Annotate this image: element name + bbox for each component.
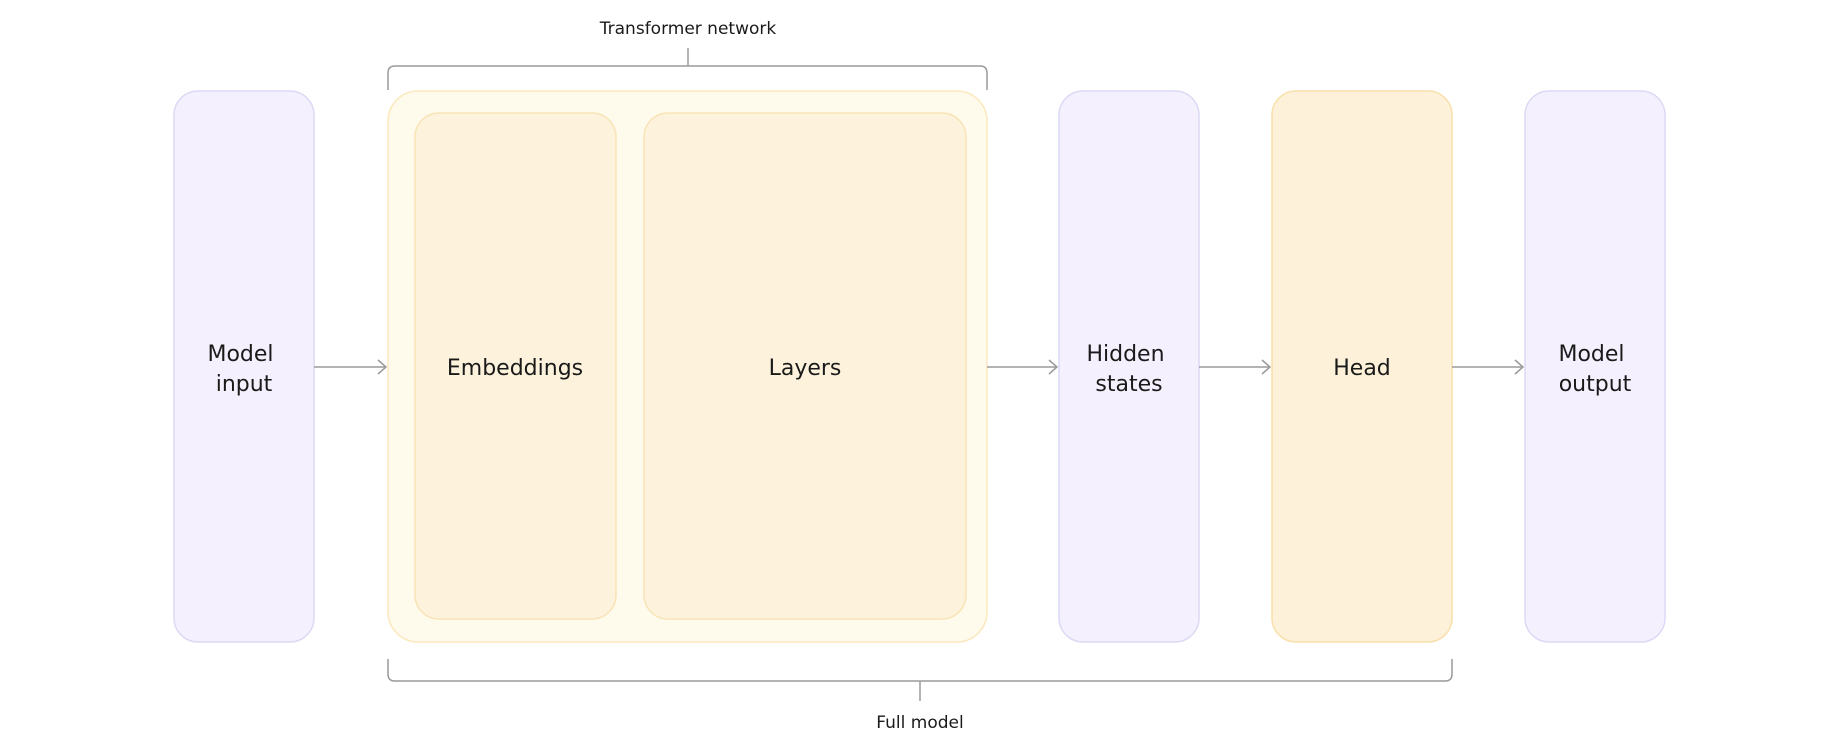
layers-label: Layers [769,356,842,381]
arrow-transformer-to-hidden-states [987,359,1059,375]
model-output-label: Model output [1558,342,1631,397]
model-output-label-line2: output [1559,372,1632,397]
embeddings-box [414,112,617,620]
model-input-label-line2: input [216,372,273,397]
arrow-input-to-transformer [314,359,388,375]
arrow-hidden-states-to-head [1199,359,1272,375]
transformer-network-label: Transformer network [599,19,777,39]
hidden-states-label-line1: Hidden [1086,342,1164,367]
model-input-label: Model input [207,342,280,397]
hidden-states-label: Hidden states [1086,342,1171,397]
full-model-label: Full model [876,713,963,733]
model-output-label-line1: Model [1558,342,1624,367]
arrow-head-to-output [1452,359,1525,375]
hidden-states-label-line2: states [1095,372,1162,397]
transformer-network-bracket [387,48,988,90]
layers-box [643,112,967,620]
model-output-box [1524,90,1666,643]
full-model-bracket [387,659,1453,701]
embeddings-label: Embeddings [447,356,583,381]
model-input-label-line1: Model [207,342,273,367]
head-label: Head [1333,356,1391,381]
